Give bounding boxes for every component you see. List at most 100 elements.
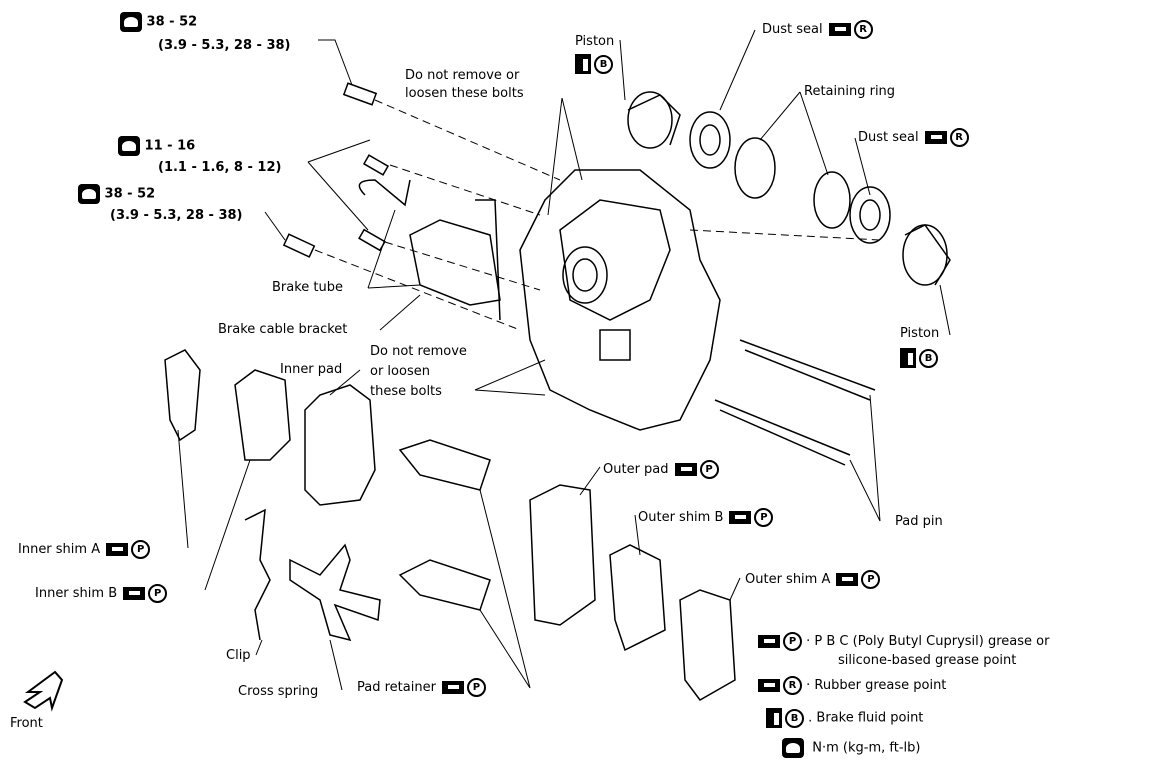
piston-top-symbols: B bbox=[575, 54, 613, 74]
label-outer-shim-a: Outer shim A P bbox=[745, 570, 881, 589]
label-brake-tube: Brake tube bbox=[272, 280, 344, 295]
legend-torque: N·m (kg-m, ft-lb) bbox=[782, 738, 920, 758]
label-pad-pin: Pad pin bbox=[895, 514, 943, 529]
label-pad-retainer: Pad retainer P bbox=[357, 678, 486, 697]
label-bolts-top-1: Do not remove or bbox=[405, 68, 520, 83]
label-inner-pad: Inner pad bbox=[280, 362, 343, 377]
legend-text: Rubber grease point bbox=[814, 678, 947, 693]
inner-shim-b bbox=[234, 369, 291, 461]
dust-seal-1 bbox=[689, 111, 731, 169]
pad-retainer-2 bbox=[398, 559, 491, 611]
grease-icon bbox=[123, 587, 146, 600]
legend-text: P B C (Poly Butyl Cuprysil) grease or bbox=[814, 634, 1050, 649]
label-brake-cable-bracket: Brake cable bracket bbox=[218, 322, 348, 337]
label-piston-top: Piston bbox=[575, 34, 615, 49]
front-arrow-icon bbox=[23, 670, 64, 712]
label-bolts-mid-1: Do not remove bbox=[370, 344, 467, 359]
grease-icon bbox=[836, 573, 859, 586]
torque-alt-3: (3.9 - 5.3, 28 - 38) bbox=[110, 208, 243, 223]
b-symbol-icon: B bbox=[919, 348, 938, 368]
legend-rubber: R · Rubber grease point bbox=[752, 676, 946, 695]
brake-tube bbox=[358, 179, 411, 207]
legend-pbc: P · P B C (Poly Butyl Cuprysil) grease o… bbox=[752, 632, 1049, 651]
torque-alt-2: (1.1 - 1.6, 8 - 12) bbox=[158, 160, 282, 175]
inner-pad bbox=[304, 384, 376, 506]
bolt-3 bbox=[358, 228, 386, 252]
torque-spec-2: 11 - 16 bbox=[118, 136, 195, 156]
label-retaining-ring: Retaining ring bbox=[804, 84, 896, 99]
label-dust-seal-2: Dust seal R bbox=[858, 128, 969, 147]
label-text: Outer shim A bbox=[745, 572, 831, 587]
grease-icon bbox=[441, 681, 464, 694]
retaining-ring-2 bbox=[813, 171, 851, 229]
outer-pad bbox=[529, 484, 596, 626]
grease-icon bbox=[674, 463, 697, 476]
p-symbol-icon: P bbox=[131, 540, 151, 559]
r-symbol-icon: R bbox=[949, 128, 969, 147]
pad-pin-2 bbox=[714, 399, 851, 466]
torque-spec-1: 38 - 52 bbox=[120, 12, 197, 32]
retaining-ring-1 bbox=[734, 137, 776, 199]
label-inner-shim-a: Inner shim A P bbox=[18, 540, 151, 559]
label-text: Inner shim B bbox=[35, 586, 118, 601]
torque-spec-3: 38 - 52 bbox=[78, 184, 155, 204]
inner-shim-a bbox=[164, 349, 201, 442]
label-piston-right: Piston bbox=[900, 326, 940, 341]
label-front: Front bbox=[10, 716, 43, 731]
label-text: Dust seal bbox=[762, 22, 823, 37]
torque-wrench-icon bbox=[782, 738, 804, 758]
label-text: Inner shim A bbox=[18, 542, 101, 557]
torque-value: 38 - 52 bbox=[146, 14, 198, 30]
label-text: Pad retainer bbox=[357, 680, 436, 695]
brake-fluid-icon bbox=[766, 708, 782, 728]
brake-fluid-icon bbox=[575, 54, 591, 74]
label-outer-shim-b: Outer shim B P bbox=[638, 508, 774, 527]
label-inner-shim-b: Inner shim B P bbox=[35, 584, 168, 603]
piston-top bbox=[627, 91, 673, 149]
cross-spring bbox=[289, 543, 381, 642]
pad-retainer-1 bbox=[398, 439, 491, 491]
bolt-4 bbox=[282, 233, 316, 258]
grease-icon bbox=[758, 679, 780, 692]
grease-icon bbox=[758, 635, 780, 648]
b-symbol-icon: B bbox=[785, 708, 804, 728]
label-dust-seal-1: Dust seal R bbox=[762, 20, 873, 39]
legend-text: N·m (kg-m, ft-lb) bbox=[812, 740, 921, 756]
label-cross-spring: Cross spring bbox=[238, 684, 319, 699]
legend-text: Brake fluid point bbox=[816, 710, 924, 726]
p-symbol-icon: P bbox=[861, 570, 881, 589]
bolt-2 bbox=[362, 154, 390, 176]
outer-shim-b bbox=[609, 544, 666, 652]
p-symbol-icon: P bbox=[466, 678, 486, 697]
label-text: Outer shim B bbox=[638, 510, 724, 525]
torque-wrench-icon bbox=[118, 136, 140, 156]
torque-value: 11 - 16 bbox=[144, 138, 196, 154]
p-symbol-icon: P bbox=[148, 584, 168, 603]
label-bolts-mid-2: or loosen bbox=[370, 364, 430, 379]
dust-seal-2 bbox=[849, 186, 891, 244]
label-text: Dust seal bbox=[858, 130, 919, 145]
grease-icon bbox=[828, 23, 851, 36]
p-symbol-icon: P bbox=[754, 508, 774, 527]
r-symbol-icon: R bbox=[853, 20, 873, 39]
legend-brake-fluid: B . Brake fluid point bbox=[766, 708, 923, 728]
grease-icon bbox=[924, 131, 947, 144]
bolt-1 bbox=[342, 82, 378, 106]
piston-right-symbols: B bbox=[900, 348, 938, 368]
clip bbox=[244, 508, 271, 641]
torque-value: 38 - 52 bbox=[104, 186, 156, 202]
pad-pin-1 bbox=[739, 339, 876, 401]
label-bolts-top-2: loosen these bolts bbox=[405, 86, 524, 101]
torque-wrench-icon bbox=[78, 184, 100, 204]
p-symbol-icon: P bbox=[783, 632, 802, 651]
caliper-body bbox=[519, 169, 721, 431]
r-symbol-icon: R bbox=[783, 676, 802, 695]
brake-fluid-icon bbox=[900, 348, 916, 368]
grease-icon bbox=[729, 511, 752, 524]
grease-icon bbox=[106, 543, 129, 556]
torque-alt-1: (3.9 - 5.3, 28 - 38) bbox=[158, 38, 291, 53]
label-text: Outer pad bbox=[603, 462, 669, 477]
label-clip: Clip bbox=[226, 648, 251, 663]
